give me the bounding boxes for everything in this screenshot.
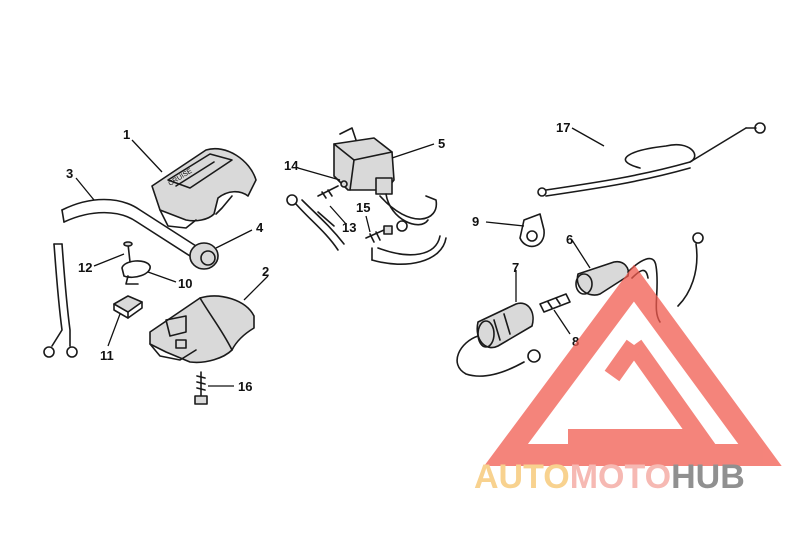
watermark-auto: AUTO: [474, 458, 570, 496]
callout-3: 3: [66, 166, 73, 181]
leader-6: [571, 239, 591, 269]
part-8-fuse: [539, 293, 571, 313]
callout-2: 2: [262, 264, 269, 279]
leader-4: [215, 229, 253, 249]
part-17-wire: [537, 122, 766, 197]
leader-8: [553, 309, 571, 335]
part-2-housing: [149, 295, 255, 364]
part-14-harness: [286, 194, 345, 251]
callout-10: 10: [178, 276, 192, 291]
callout-6: 6: [566, 232, 573, 247]
leader-lines: [75, 127, 605, 387]
callout-17: 17: [556, 120, 570, 135]
part-5-switch: [333, 127, 447, 265]
leader-3: [75, 177, 95, 201]
callout-labels: 1 2 3 4 5 6 7 8 9 10 11 12 13 14 15 16 1…: [66, 120, 579, 394]
part-10-clamp: [121, 260, 151, 285]
part-12-screw: [123, 241, 133, 263]
part-3-tube: [61, 198, 197, 257]
callout-11: 11: [100, 348, 114, 363]
callout-5: 5: [438, 136, 445, 151]
part-7-holder: [456, 302, 541, 377]
harness-left: [43, 243, 78, 358]
leader-15: [365, 215, 371, 233]
leader-1: [131, 139, 163, 173]
leader-5: [391, 143, 435, 159]
callout-13: 13: [342, 220, 356, 235]
leader-10: [147, 271, 177, 283]
watermark-hub: HUB: [671, 458, 745, 496]
leader-11: [107, 313, 121, 347]
part-15-screw: [365, 225, 393, 243]
part-4-grommet: [189, 242, 219, 270]
ring-terminal-15: [396, 220, 408, 232]
leader-14: [297, 167, 341, 181]
callout-16: 16: [238, 379, 252, 394]
leader-2: [243, 275, 269, 301]
leader-9: [485, 221, 525, 227]
part-6-socket: [575, 232, 704, 323]
callout-15: 15: [356, 200, 370, 215]
callout-9: 9: [472, 214, 479, 229]
leader-17: [571, 127, 605, 147]
callout-14: 14: [284, 158, 299, 173]
watermark-moto: MOTO: [570, 458, 671, 496]
callout-1: 1: [123, 127, 130, 142]
callout-8: 8: [572, 334, 579, 349]
callout-12: 12: [78, 260, 92, 275]
leader-12: [93, 253, 125, 267]
part-11-pad: [113, 295, 143, 319]
part-13-screw: [317, 180, 348, 199]
svg-text:AUTOMOTOHUB: AUTOMOTOHUB: [474, 458, 745, 496]
leader-13: [329, 205, 347, 225]
part-9-clip: [519, 213, 545, 248]
part-16-screw: [194, 371, 208, 405]
watermark-logo: AUTOMOTOHUB: [474, 264, 782, 496]
callout-4: 4: [256, 220, 264, 235]
watermark-triangle-icon: [484, 264, 782, 466]
callout-7: 7: [512, 260, 519, 275]
part-1-cover: CRUISE: [151, 147, 257, 229]
